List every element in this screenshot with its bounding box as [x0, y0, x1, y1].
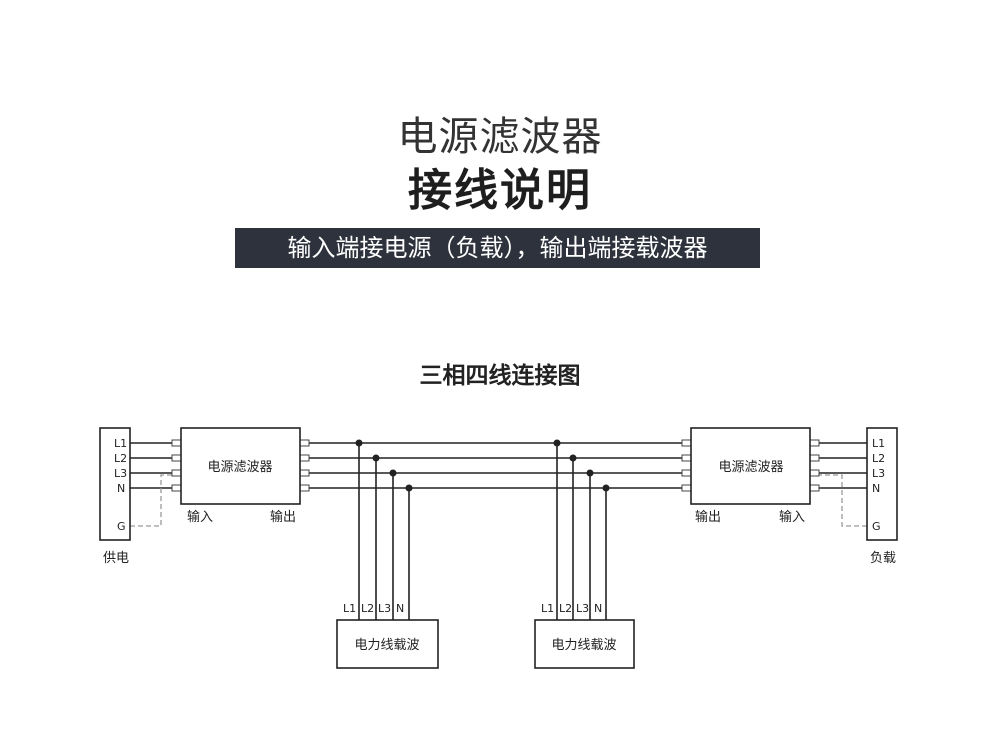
page-subtitle: 接线说明	[408, 165, 592, 216]
carrier-terminal-label: N	[594, 602, 602, 615]
output-label: 输出	[270, 509, 296, 525]
carrier-label: 电力线载波	[551, 638, 616, 653]
terminal-label: N	[117, 482, 125, 495]
carrier-label: 电力线载波	[354, 638, 419, 653]
supply-terminal-block	[99, 427, 131, 541]
terminal-label: L2	[114, 452, 127, 465]
carrier-terminal-label: L2	[361, 602, 374, 615]
output-label: 输出	[695, 509, 721, 525]
carrier-terminal-label: L1	[541, 602, 554, 615]
filter-label: 电源滤波器	[718, 460, 783, 475]
carrier-terminal-label: L3	[576, 602, 589, 615]
terminal-label: G	[117, 520, 126, 533]
terminal-label: L1	[114, 437, 127, 450]
load-terminal-block	[866, 427, 898, 541]
carrier-box-1	[336, 619, 439, 669]
carrier-terminal-label: N	[396, 602, 404, 615]
page-title: 电源滤波器	[397, 114, 603, 160]
instruction-banner: 输入端接电源（负载），输出端接载波器	[235, 228, 760, 268]
terminal-label: N	[872, 482, 880, 495]
diagram-title: 三相四线连接图	[419, 363, 581, 389]
carrier-terminal-label: L2	[559, 602, 572, 615]
filter-box-left	[180, 427, 301, 505]
carrier-terminal-label: L3	[378, 602, 391, 615]
carrier-box-2	[534, 619, 635, 669]
input-label: 输入	[779, 509, 805, 525]
carrier-terminal-label: L1	[343, 602, 356, 615]
terminal-label: L3	[114, 467, 127, 480]
terminal-label: L3	[872, 467, 885, 480]
terminal-label: L2	[872, 452, 885, 465]
supply-label: 供电	[103, 551, 129, 566]
terminal-label: L1	[872, 437, 885, 450]
filter-box-right	[690, 427, 811, 505]
filter-label: 电源滤波器	[207, 460, 272, 475]
load-label: 负载	[870, 551, 896, 566]
input-label: 输入	[187, 509, 213, 525]
terminal-label: G	[872, 520, 881, 533]
